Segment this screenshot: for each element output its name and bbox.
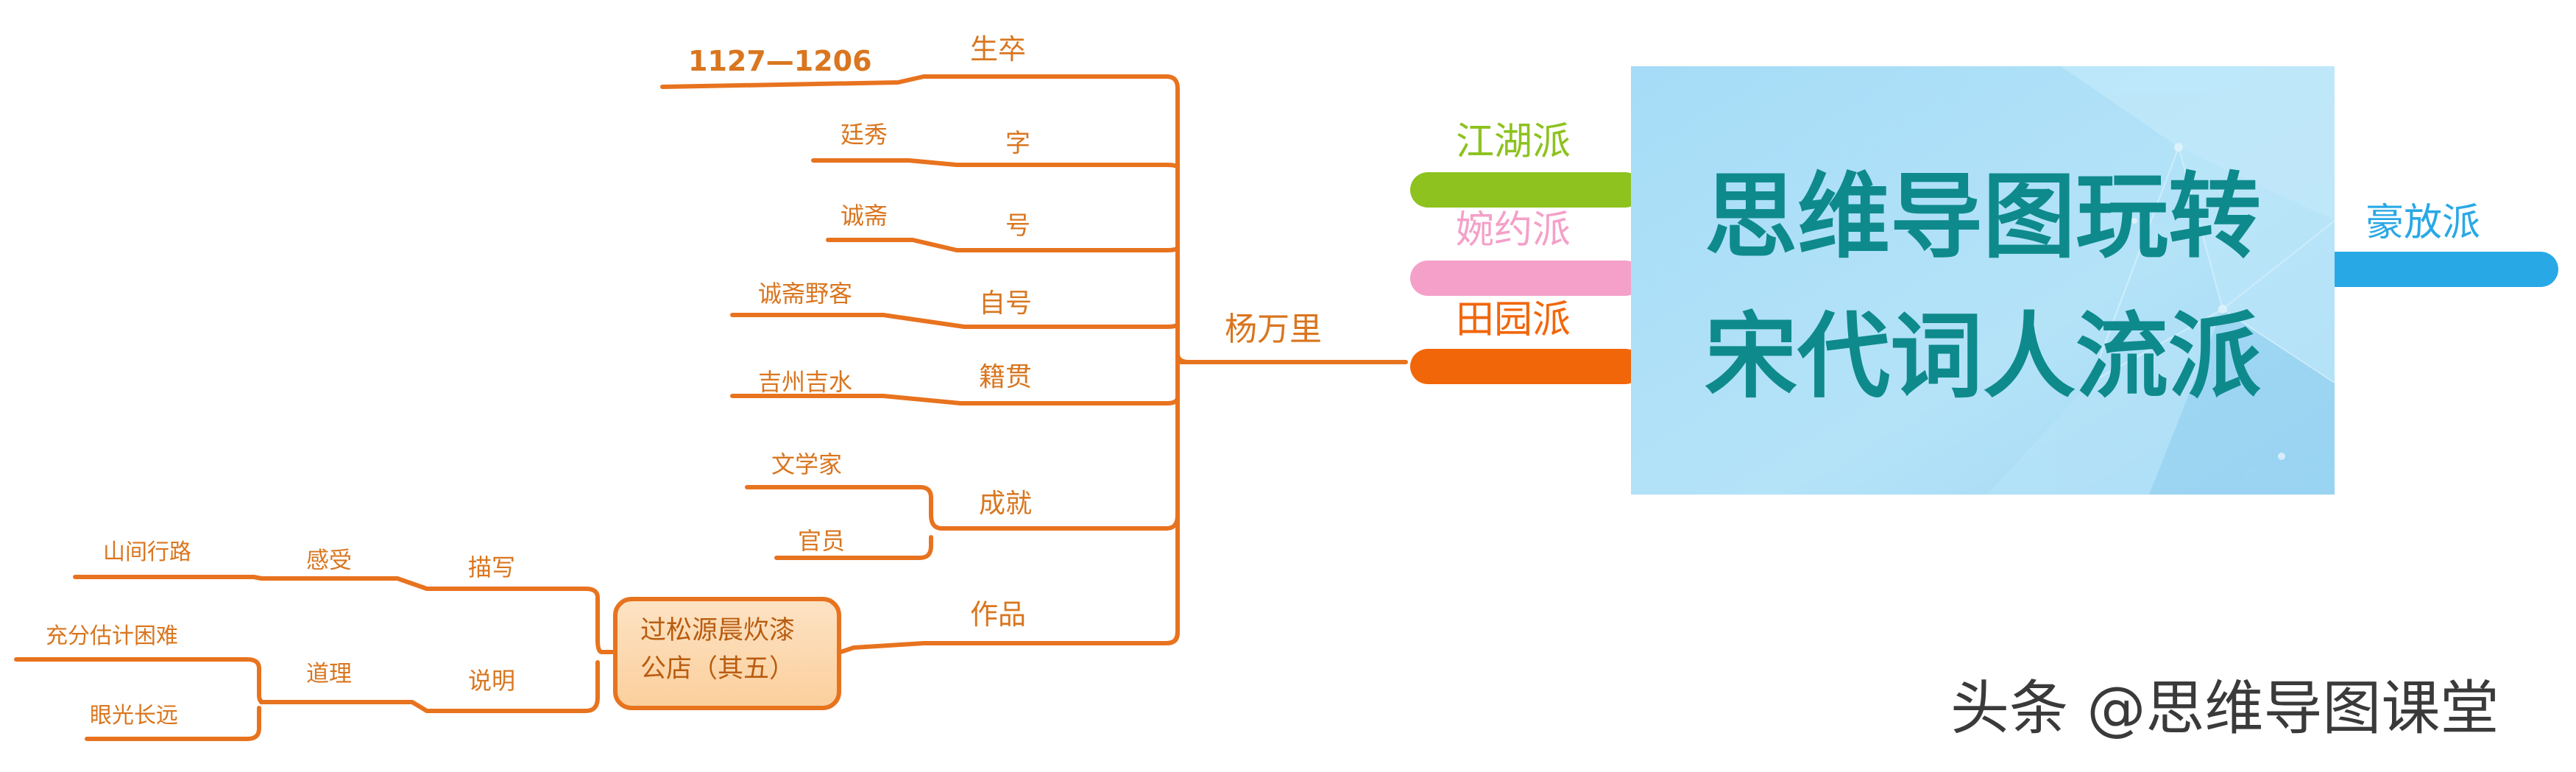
attr-label-chengjiu: 成就 <box>979 489 1032 519</box>
central-title-line1: 思维导图玩转 <box>1705 162 2261 271</box>
poet-attributes: 生卒 1127—1206 字 廷秀 号 诚斋 自号 诚斋野客 籍贯 吉州吉水 成… <box>688 33 1032 631</box>
branch-label-wanyue: 婉约派 <box>1456 208 1571 252</box>
work-miaoxie-label: 描写 <box>468 553 515 581</box>
work-shuoming-label: 说明 <box>468 667 515 695</box>
work-title-box[interactable] <box>613 597 841 710</box>
watermark-text: 头条 @思维导图课堂 <box>1950 674 2499 743</box>
branch-label-tianyuan: 田园派 <box>1456 298 1571 342</box>
branch-bar-wanyue[interactable] <box>1410 261 1643 296</box>
attr-value-zi: 廷秀 <box>841 121 888 149</box>
central-topic[interactable]: 思维导图玩转 宋代词人流派 <box>1631 66 2335 495</box>
attr-value-zihao: 诚斋野客 <box>758 280 852 308</box>
connector-lines <box>14 74 1408 741</box>
work-daoli-value-1: 充分估计困难 <box>46 623 178 649</box>
branch-label-jianghu: 江湖派 <box>1456 120 1571 164</box>
branch-bar-tianyuan[interactable] <box>1410 349 1643 384</box>
attr-label-zi: 字 <box>1005 129 1030 158</box>
attr-label-zihao: 自号 <box>979 288 1032 319</box>
attr-value-jiguan: 吉州吉水 <box>758 368 852 396</box>
branch-bar-haofang[interactable] <box>2318 252 2558 287</box>
attr-value-chengjiu-2: 官员 <box>798 527 845 555</box>
work-daoli-value-2: 眼光长远 <box>90 703 178 729</box>
work-details: 描写 感受 山间行路 说明 道理 充分估计困难 眼光长远 <box>46 539 515 729</box>
attr-label-jiguan: 籍贯 <box>979 362 1032 392</box>
work-daoli-label: 道理 <box>306 661 352 687</box>
work-ganshou-label: 感受 <box>306 548 352 574</box>
attr-value-chengjiu-1: 文学家 <box>771 450 842 478</box>
attr-value-shengzu: 1127—1206 <box>688 45 872 77</box>
work-ganshou-value: 山间行路 <box>103 539 191 565</box>
attr-label-shengzu: 生卒 <box>970 33 1026 65</box>
work-title-line1: 过松源晨炊漆 <box>640 616 795 645</box>
attr-label-hao: 号 <box>1005 211 1030 241</box>
central-title-line2: 宋代词人流派 <box>1705 302 2261 411</box>
central-decoration <box>1987 66 2335 495</box>
branch-label-haofang: 豪放派 <box>2366 201 2480 245</box>
work-title-line2: 公店（其五） <box>640 654 795 684</box>
poet-name[interactable]: 杨万里 <box>1225 311 1322 348</box>
attr-label-zuopin: 作品 <box>970 598 1026 631</box>
school-branches: 江湖派 婉约派 田园派 豪放派 <box>1410 120 2558 384</box>
branch-bar-jianghu[interactable] <box>1410 172 1643 208</box>
attr-value-hao: 诚斋 <box>841 202 888 230</box>
